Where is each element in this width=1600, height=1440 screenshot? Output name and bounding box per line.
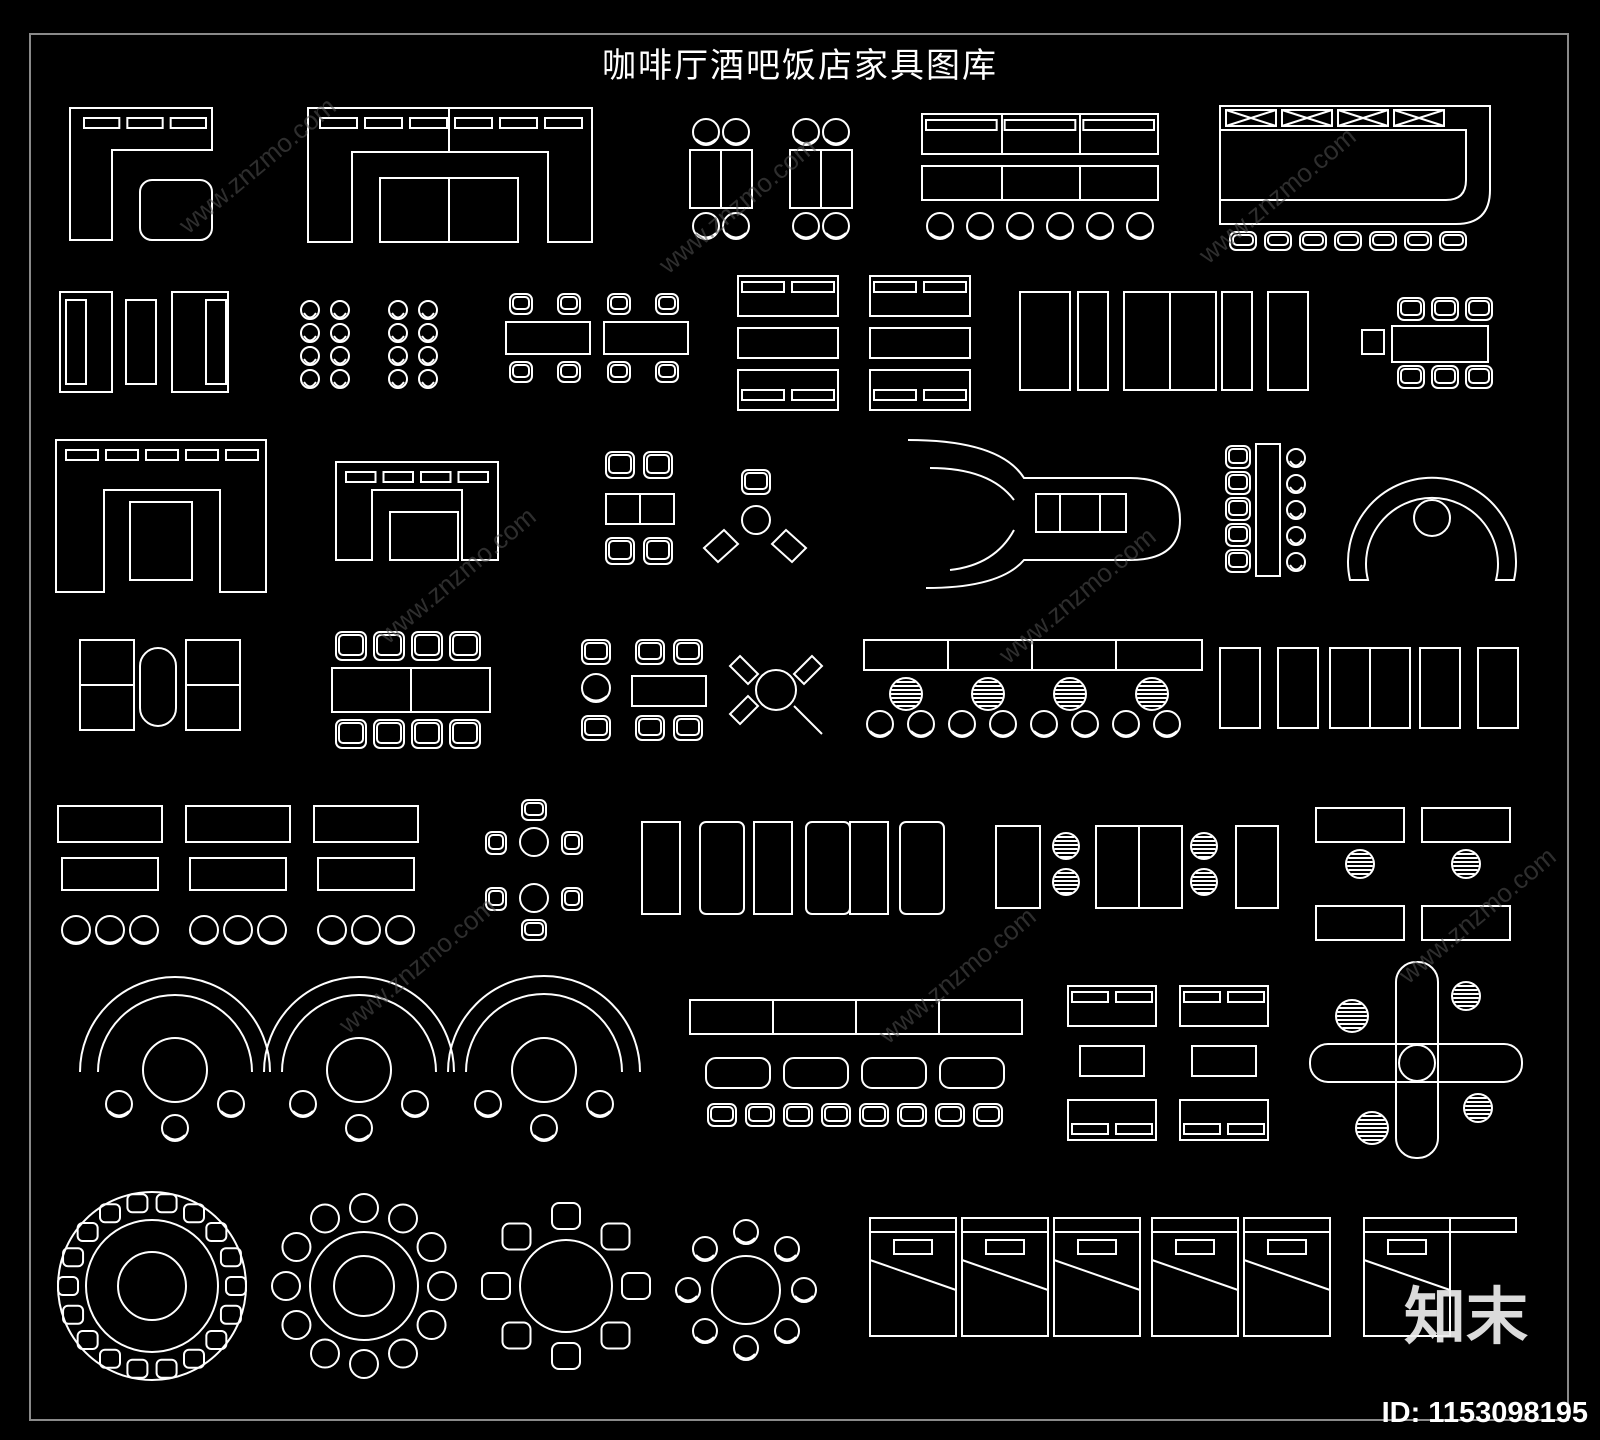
bed-elevations: [869, 1217, 1517, 1337]
round-stool-tables: [995, 825, 1279, 909]
bench-bar-counter: [921, 113, 1159, 240]
sheet-title: 咖啡厅酒吧饭店家具图库: [602, 46, 998, 86]
round-booth-sofa: [1347, 476, 1517, 581]
curved-bar-counter: [1219, 105, 1491, 251]
daybed-row: [641, 821, 945, 915]
sofa-ottoman-bar: [689, 999, 1023, 1127]
booth-row: [1019, 291, 1309, 391]
large-round-banquet: [57, 1191, 247, 1381]
cross-table: [1309, 961, 1523, 1159]
u-sofa-compact: [335, 461, 499, 561]
image-id: ID: 1153098195: [1381, 1397, 1588, 1429]
round-table-8: [481, 1202, 651, 1370]
bench-sets: [57, 805, 419, 945]
eight-seat-table: [331, 631, 491, 749]
arc-planter-booths: [79, 975, 641, 1142]
u-sofa-set: [307, 107, 593, 243]
four-chair-round: [728, 654, 824, 735]
four-seat-dining: [689, 118, 853, 240]
long-bar-stools: [863, 639, 1203, 738]
curved-banquette: [907, 439, 1182, 589]
brand-logo: 知末: [1403, 1280, 1528, 1353]
l-sofa-booth: [69, 107, 213, 241]
sofa-coffee-table: [737, 275, 971, 411]
eight-stool-tables: [300, 300, 438, 389]
trio-lounge-chairs: [702, 469, 808, 564]
sofa-hatched-tables: [1315, 807, 1511, 941]
bar-stool-column: [1225, 443, 1306, 577]
dining-sets-small: [581, 639, 707, 741]
banquet-table-set: [505, 293, 689, 383]
booth-pair: [79, 639, 241, 731]
bed-row: [1219, 647, 1519, 729]
u-sofa-lounge: [55, 439, 267, 593]
drawing-border: [29, 33, 1569, 1421]
round-table-6: [675, 1219, 817, 1361]
table-with-stools: [1361, 297, 1493, 389]
round-dining-pair: [485, 799, 583, 941]
booth-seating: [59, 291, 229, 393]
dining-chairs-pair: [605, 451, 675, 565]
round-banquet-12: [271, 1193, 457, 1379]
sofa-table-grid: [1067, 985, 1269, 1141]
